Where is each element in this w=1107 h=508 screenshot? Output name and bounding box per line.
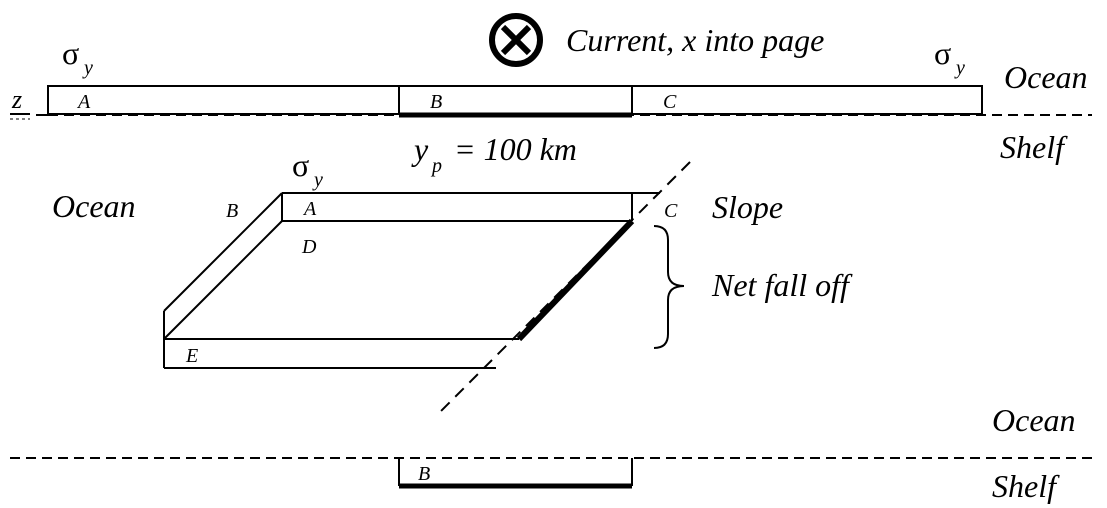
slab-label-d: D (301, 236, 317, 258)
slab-left-inner-edge (163, 220, 283, 340)
sigma-middle: σ (292, 147, 309, 183)
sigma-middle-subscript: y (312, 169, 323, 191)
bottom-label-b: B (418, 463, 430, 485)
sigma-left-subscript: y (82, 57, 93, 79)
slope-contact-edge-bold (516, 218, 635, 342)
box-label-a: A (76, 91, 91, 113)
ocean-label-bottom: Ocean (992, 402, 1076, 438)
slab-label-c: C (664, 200, 678, 222)
net-fall-off-brace (653, 225, 685, 349)
current-label: Current, x into page (566, 22, 824, 58)
layer-box (47, 85, 983, 115)
z-label: z (11, 85, 22, 114)
slab-label-e: E (185, 345, 198, 367)
ocean-label-middle: Ocean (52, 188, 136, 224)
sigma-left: σ (62, 35, 79, 71)
shelf-label-top: Shelf (1000, 129, 1068, 165)
box-label-b: B (430, 91, 442, 113)
yp-value: = 100 km (446, 131, 577, 167)
yp-label: y (411, 131, 429, 167)
ocean-label-top: Ocean (1004, 59, 1088, 95)
net-fall-off-label: Net fall off (711, 267, 853, 303)
current-into-page-icon (489, 13, 543, 67)
slab-label-b: B (226, 200, 238, 222)
sigma-right: σ (934, 35, 951, 71)
slab-label-a: A (302, 198, 317, 220)
box-label-c: C (663, 91, 677, 113)
slab-left-outer-edge (163, 192, 283, 312)
sigma-right-subscript: y (954, 57, 965, 79)
yp-subscript: p (430, 155, 442, 177)
slope-label: Slope (712, 189, 783, 225)
shelf-label-bottom: Shelf (992, 468, 1060, 504)
